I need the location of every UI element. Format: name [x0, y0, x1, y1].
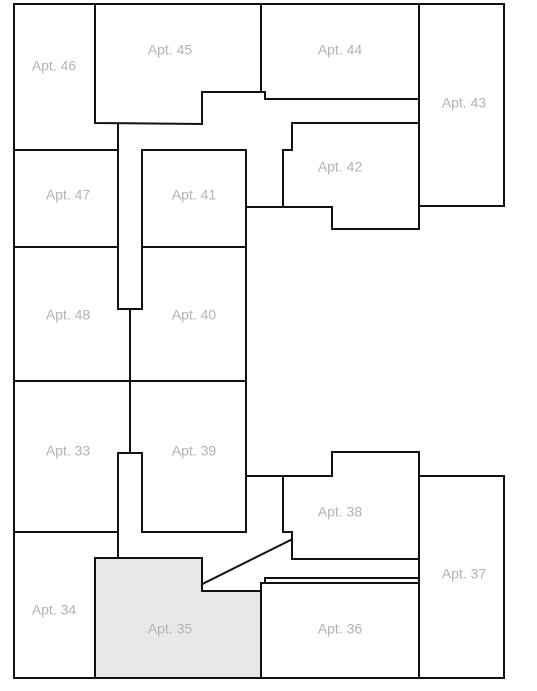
- unit-apt-37[interactable]: Apt. 37: [418, 475, 505, 679]
- unit-label: Apt. 35: [148, 621, 193, 637]
- unit-apt-40[interactable]: Apt. 40: [129, 246, 247, 382]
- unit-apt-47[interactable]: Apt. 47: [13, 149, 119, 248]
- unit-label: Apt. 33: [46, 443, 91, 459]
- unit-apt-44[interactable]: Apt. 44: [260, 3, 420, 100]
- unit-apt-33[interactable]: Apt. 33: [13, 380, 131, 533]
- unit-apt-34[interactable]: Apt. 34: [13, 531, 119, 679]
- unit-label: Apt. 47: [46, 187, 91, 203]
- unit-label: Apt. 41: [172, 187, 217, 203]
- unit-apt-38[interactable]: Apt. 38: [282, 451, 420, 560]
- unit-label: Apt. 38: [318, 504, 363, 520]
- unit-label: Apt. 45: [148, 42, 193, 58]
- unit-label: Apt. 44: [318, 42, 363, 58]
- unit-label: Apt. 43: [442, 95, 487, 111]
- unit-label: Apt. 46: [32, 58, 77, 74]
- corridor-wall: [246, 98, 419, 584]
- unit-apt-48[interactable]: Apt. 48: [13, 246, 131, 382]
- unit-label: Apt. 39: [172, 443, 217, 459]
- unit-apt-35[interactable]: Apt. 35: [94, 557, 262, 679]
- unit-label: Apt. 37: [442, 566, 487, 582]
- unit-apt-41[interactable]: Apt. 41: [141, 149, 247, 248]
- unit-label: Apt. 42: [318, 159, 363, 175]
- unit-apt-39[interactable]: Apt. 39: [129, 380, 247, 533]
- unit-apt-45[interactable]: Apt. 45: [94, 3, 262, 126]
- unit-label: Apt. 36: [318, 621, 363, 637]
- unit-apt-43[interactable]: Apt. 43: [418, 3, 505, 207]
- unit-label: Apt. 48: [46, 307, 91, 323]
- unit-apt-42[interactable]: Apt. 42: [282, 122, 420, 230]
- unit-label: Apt. 40: [172, 307, 217, 323]
- unit-apt-36[interactable]: Apt. 36: [260, 582, 420, 679]
- unit-label: Apt. 34: [32, 602, 77, 618]
